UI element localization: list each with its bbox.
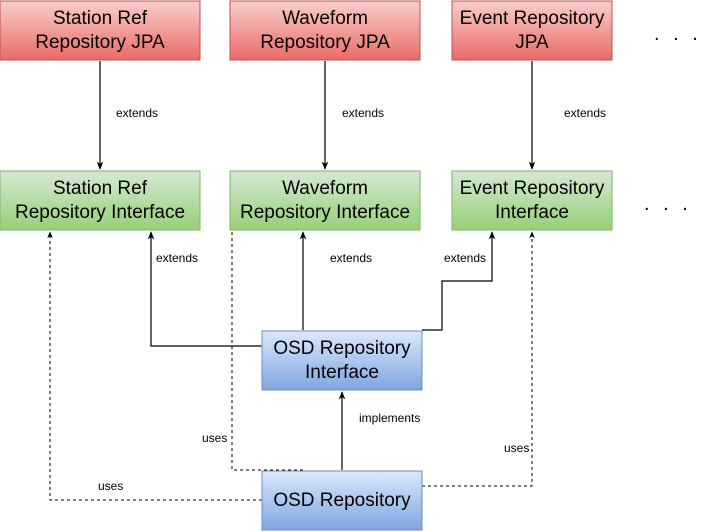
station-interface-line1: Station Ref <box>53 178 148 199</box>
edge-label-waveform-extends: extends <box>342 106 384 120</box>
station-interface-line2: Repository Interface <box>15 202 185 223</box>
event-repository-jpa-node: Event Repository JPA <box>451 0 613 61</box>
waveform-jpa-line1: Waveform <box>282 8 368 29</box>
edge-label-uses-station: uses <box>98 479 123 493</box>
event-interface-line2: Interface <box>495 202 569 223</box>
waveform-jpa-line2: Repository JPA <box>260 32 390 53</box>
edge-label-implements: implements <box>359 411 420 425</box>
waveform-interface-line2: Repository Interface <box>240 202 410 223</box>
station-ref-repository-jpa-node: Station Ref Repository JPA <box>0 0 201 61</box>
station-jpa-line2: Repository JPA <box>35 32 165 53</box>
edge-label-uses-event: uses <box>504 441 529 455</box>
edge-label-uses-waveform: uses <box>202 431 227 445</box>
osd-repository-label: OSD Repository <box>273 490 411 511</box>
edge-osd-extends-event <box>422 231 496 331</box>
edge-label-osd-extends-station: extends <box>156 251 198 265</box>
waveform-repository-interface-node: Waveform Repository Interface <box>229 170 421 231</box>
event-jpa-line1: Event Repository <box>460 8 605 29</box>
station-ref-repository-interface-node: Station Ref Repository Interface <box>0 170 201 231</box>
ellipsis-middle: . . . <box>644 193 692 215</box>
osd-repository-interface-node: OSD Repository Interface <box>261 330 423 391</box>
osd-repository-node: OSD Repository <box>261 470 423 531</box>
edge-label-event-extends: extends <box>564 106 606 120</box>
event-repository-interface-node: Event Repository Interface <box>451 170 613 231</box>
event-jpa-line2: JPA <box>515 32 549 53</box>
edge-uses-station <box>47 231 262 501</box>
edge-label-osd-extends-waveform: extends <box>330 251 372 265</box>
osd-interface-line2: Interface <box>305 362 379 383</box>
ellipsis-top: . . . <box>654 23 702 45</box>
station-jpa-line1: Station Ref <box>53 8 148 29</box>
event-interface-line1: Event Repository <box>460 178 605 199</box>
osd-interface-line1: OSD Repository <box>273 338 411 359</box>
edge-osd-extends-station <box>147 231 262 347</box>
waveform-interface-line1: Waveform <box>282 178 368 199</box>
edge-uses-event <box>422 231 535 487</box>
edge-label-osd-extends-event: extends <box>444 251 486 265</box>
edge-label-station-extends: extends <box>116 106 158 120</box>
waveform-repository-jpa-node: Waveform Repository JPA <box>229 0 421 61</box>
